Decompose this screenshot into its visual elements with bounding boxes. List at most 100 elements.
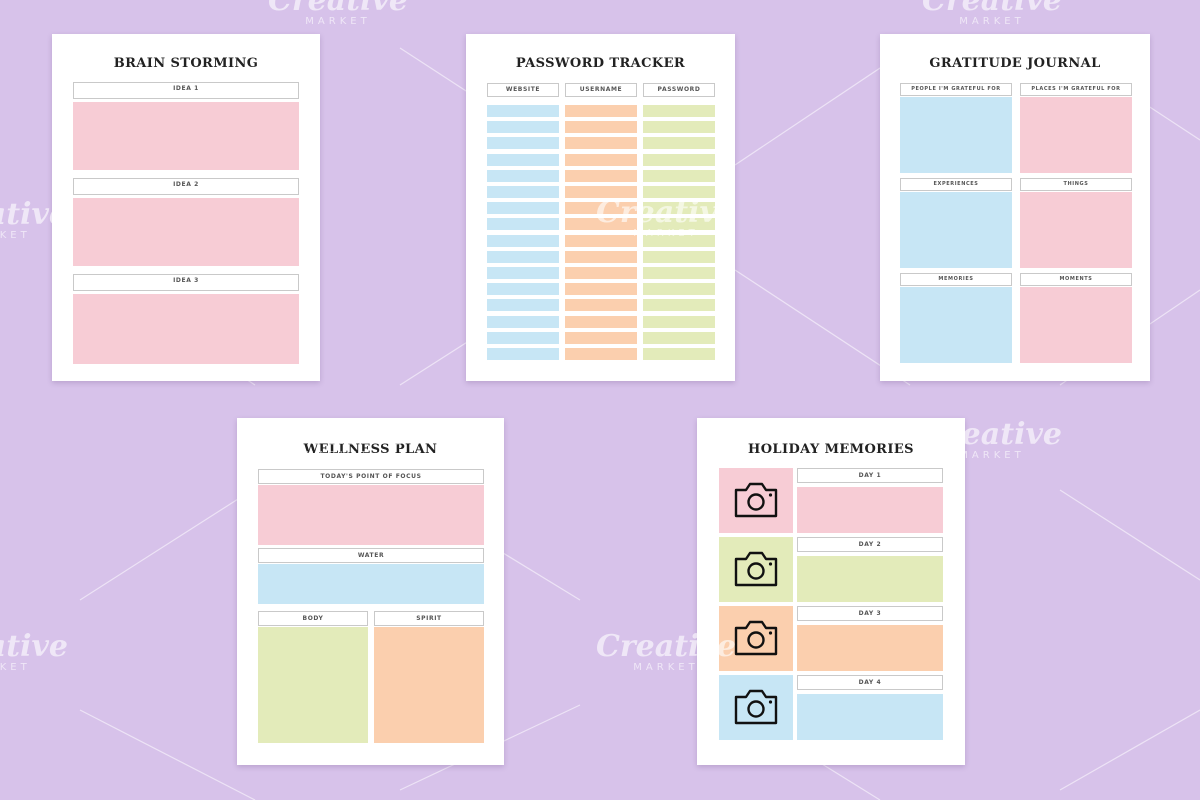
places-label: PLACES I'M GRATEFUL FOR (1020, 83, 1132, 96)
password-row-cell[interactable] (565, 121, 637, 134)
idea-2-label: IDEA 2 (73, 178, 299, 195)
idea-1-box[interactable] (73, 102, 299, 170)
day-3-label: DAY 3 (797, 606, 943, 621)
password-row-cell[interactable] (565, 299, 637, 312)
experiences-box[interactable] (900, 192, 1012, 268)
day-2-box[interactable] (797, 556, 943, 602)
day-1-label: DAY 1 (797, 468, 943, 483)
password-row-cell[interactable] (643, 137, 715, 150)
password-row-cell[interactable] (487, 299, 559, 312)
password-row-cell[interactable] (565, 315, 637, 328)
holiday-memories-title: HOLIDAY MEMORIES (748, 442, 914, 457)
photo-frame-1[interactable] (719, 468, 793, 533)
things-box[interactable] (1020, 192, 1132, 268)
password-row-cell[interactable] (565, 234, 637, 247)
wellness-plan-page: WELLNESS PLAN TODAY'S POINT OF FOCUS WAT… (237, 418, 504, 765)
watermark-sub: MARKET (305, 16, 371, 27)
day-4-label: DAY 4 (797, 675, 943, 690)
day-4-box[interactable] (797, 694, 943, 740)
water-box[interactable] (258, 564, 484, 604)
wellness-plan-title: WELLNESS PLAN (303, 442, 438, 457)
password-row-cell[interactable] (565, 153, 637, 166)
body-box[interactable] (258, 627, 368, 743)
body-label: BODY (258, 611, 368, 626)
day-3-box[interactable] (797, 625, 943, 671)
password-tracker-page: PASSWORD TRACKER WEBSITE USERNAME PASSWO… (466, 34, 735, 381)
day-1-box[interactable] (797, 487, 943, 533)
password-row-cell[interactable] (643, 250, 715, 263)
things-label: THINGS (1020, 178, 1132, 191)
brainstorming-title: BRAIN STORMING (113, 56, 259, 71)
password-row-cell[interactable] (643, 234, 715, 247)
spirit-label: SPIRIT (374, 611, 484, 626)
password-row-cell[interactable] (487, 218, 559, 231)
password-row-cell[interactable] (643, 202, 715, 215)
password-row-cell[interactable] (643, 186, 715, 198)
moments-label: MOMENTS (1020, 273, 1132, 286)
focus-label: TODAY'S POINT OF FOCUS (258, 469, 484, 484)
password-row-cell[interactable] (643, 169, 715, 182)
photo-frame-3[interactable] (719, 606, 793, 671)
photo-frame-4[interactable] (719, 675, 793, 740)
password-row-cell[interactable] (565, 202, 637, 215)
password-row-cell[interactable] (565, 137, 637, 150)
password-row-cell[interactable] (643, 218, 715, 231)
password-row-cell[interactable] (487, 169, 559, 182)
password-row-cell[interactable] (487, 315, 559, 328)
password-row-cell[interactable] (487, 105, 559, 117)
password-row-cell[interactable] (643, 299, 715, 312)
idea-3-box[interactable] (73, 294, 299, 364)
password-row-cell[interactable] (487, 331, 559, 344)
website-column-header: WEBSITE (487, 83, 559, 97)
password-row-cell[interactable] (643, 153, 715, 166)
password-row-cell[interactable] (643, 283, 715, 296)
password-row-cell[interactable] (565, 105, 637, 117)
password-row-cell[interactable] (643, 105, 715, 117)
camera-icon (734, 620, 778, 656)
password-row-cell[interactable] (643, 348, 715, 360)
watermark-brand: Creative (922, 0, 1062, 18)
idea-3-label: IDEA 3 (73, 274, 299, 291)
memories-label: MEMORIES (900, 273, 1012, 286)
password-row-cell[interactable] (487, 153, 559, 166)
gratitude-journal-title: GRATITUDE JOURNAL (929, 56, 1101, 71)
password-row-cell[interactable] (565, 186, 637, 198)
password-row-cell[interactable] (643, 121, 715, 134)
moments-box[interactable] (1020, 287, 1132, 363)
memories-box[interactable] (900, 287, 1012, 363)
watermark-brand: Creative (0, 629, 68, 664)
password-row-cell[interactable] (565, 267, 637, 279)
password-row-cell[interactable] (643, 331, 715, 344)
password-row-cell[interactable] (565, 331, 637, 344)
password-row-cell[interactable] (565, 283, 637, 296)
photo-frame-2[interactable] (719, 537, 793, 602)
password-row-cell[interactable] (487, 348, 559, 360)
password-row-cell[interactable] (487, 137, 559, 150)
experiences-label: EXPERIENCES (900, 178, 1012, 191)
password-row-cell[interactable] (565, 250, 637, 263)
watermark-sub: MARKET (959, 16, 1025, 27)
password-row-cell[interactable] (643, 267, 715, 279)
focus-box[interactable] (258, 485, 484, 545)
people-box[interactable] (900, 97, 1012, 173)
password-row-cell[interactable] (487, 186, 559, 198)
idea-1-label: IDEA 1 (73, 82, 299, 99)
password-row-cell[interactable] (643, 315, 715, 328)
spirit-box[interactable] (374, 627, 484, 743)
watermark-brand: Creative (268, 0, 408, 18)
password-row-cell[interactable] (487, 234, 559, 247)
password-row-cell[interactable] (487, 121, 559, 134)
password-row-cell[interactable] (565, 169, 637, 182)
password-row-cell[interactable] (565, 218, 637, 231)
password-column-header: PASSWORD (643, 83, 715, 97)
password-row-cell[interactable] (487, 202, 559, 215)
password-row-cell[interactable] (487, 267, 559, 279)
people-label: PEOPLE I'M GRATEFUL FOR (900, 83, 1012, 96)
username-column-header: USERNAME (565, 83, 637, 97)
places-box[interactable] (1020, 97, 1132, 173)
password-row-cell[interactable] (487, 250, 559, 263)
password-row-cell[interactable] (487, 283, 559, 296)
idea-2-box[interactable] (73, 198, 299, 266)
password-row-cell[interactable] (565, 348, 637, 360)
